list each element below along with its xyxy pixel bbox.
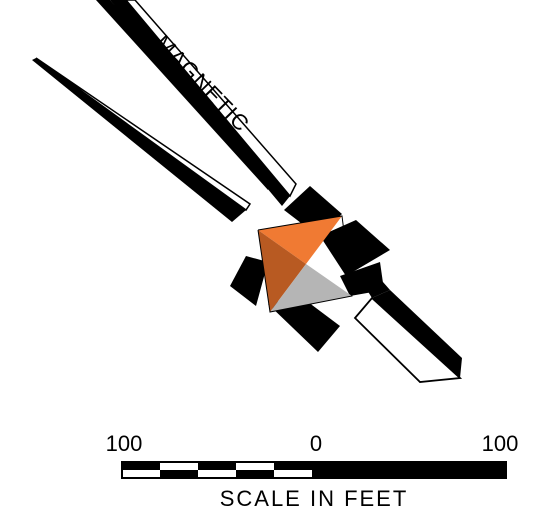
magnetic-needle [96, 0, 297, 206]
pyramid-face-dark [258, 230, 306, 312]
tail-black [372, 290, 462, 378]
scale-seg-bottom-2 [236, 470, 274, 478]
grid-needle-black [32, 58, 246, 222]
magnetic-needle-shadow [96, 0, 272, 190]
grid-needle-white [35, 57, 252, 212]
tail-white [353, 296, 463, 383]
grid-north-needle [32, 57, 252, 222]
scale-seg-top-3 [274, 462, 312, 470]
block-right [320, 220, 390, 276]
scale-bar-segments [121, 461, 507, 479]
scale-seg-bottom-1 [160, 470, 198, 478]
block-left [230, 256, 268, 306]
scale-seg-solid [312, 462, 506, 478]
block-lower [268, 296, 340, 352]
pyramid-outline [257, 215, 353, 313]
center-pyramid [257, 215, 353, 313]
scale-label-left: 100 [106, 431, 143, 456]
scale-seg-top-1 [122, 462, 160, 470]
scale-label-right: 100 [482, 431, 519, 456]
scale-label-center: 0 [310, 431, 322, 456]
scale-caption: SCALE IN FEET [220, 486, 409, 511]
magnetic-needle-tip [125, 0, 297, 198]
magnetic-label: MAGNETIC [150, 30, 254, 137]
scale-bar: 100 0 100 SCALE IN FEET [106, 431, 519, 511]
scale-seg-top-2 [198, 462, 236, 470]
magnetic-needle-body [110, 0, 290, 206]
pyramid-face-orange [258, 216, 342, 264]
